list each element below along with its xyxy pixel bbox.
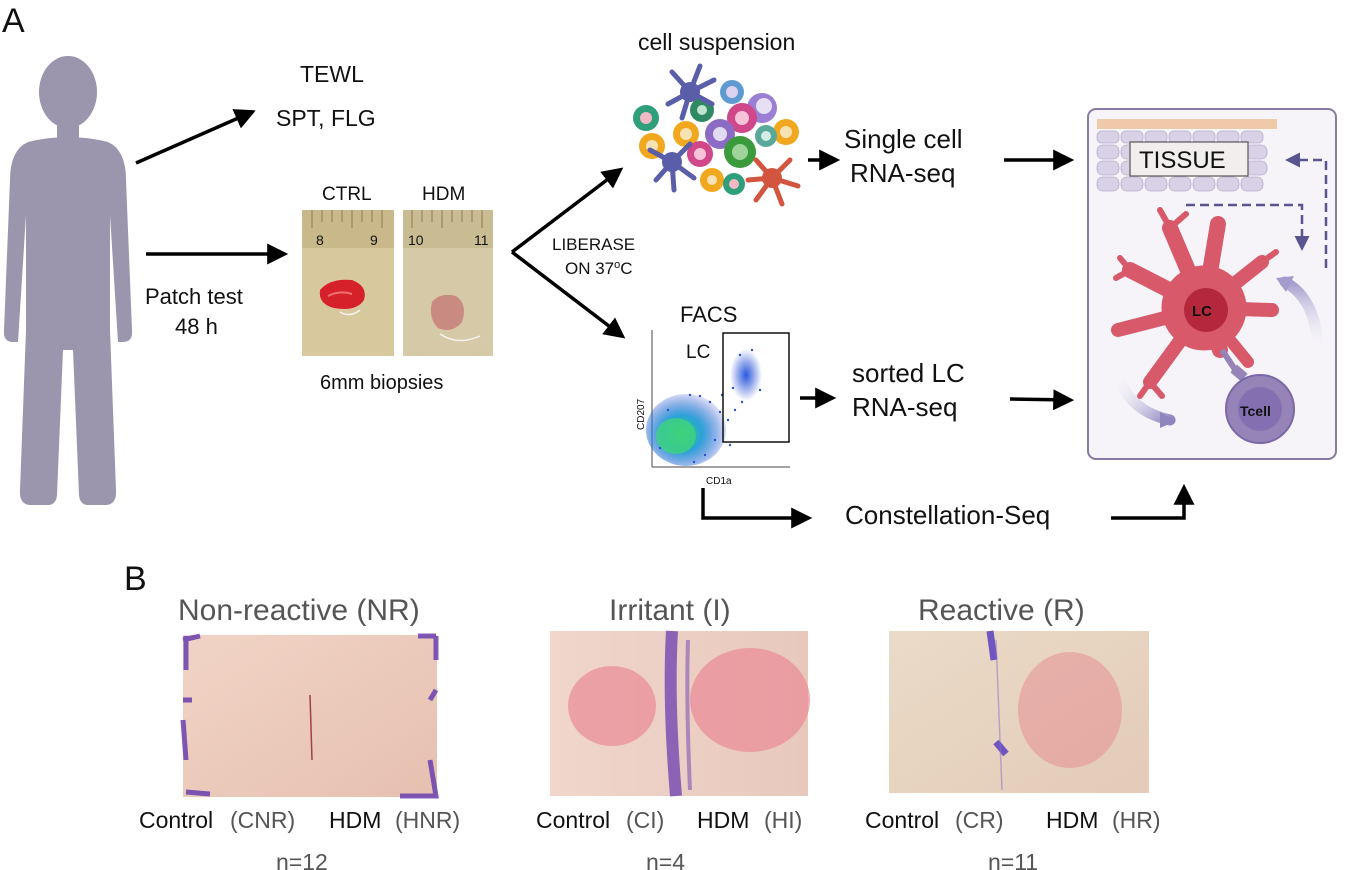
sorted-lc-rnaseq-label: RNA-seq (852, 392, 957, 422)
arrow-to-tewl (135, 109, 256, 165)
panel-b-label: B (124, 560, 147, 598)
irritant-hdm-label: HDM (697, 807, 749, 833)
ctrl-biopsy-photo: 8 9 (302, 210, 394, 356)
lc-nucleus (1184, 288, 1228, 332)
tcell-label: Tcell (1240, 403, 1271, 419)
hdm-label: HDM (422, 184, 465, 205)
reactive-hdm-code: (HR) (1112, 807, 1161, 833)
irritant-hdm-code: (HI) (764, 807, 802, 833)
facs-plot: LC CD207 CD1a (636, 330, 790, 487)
dashed-arrow-tissue-to-lc (1186, 203, 1310, 251)
irritant-control-label: Control (536, 807, 610, 833)
nr-skin-photo (180, 633, 439, 799)
lc-cell-label: LC (1192, 303, 1212, 320)
hdm-biopsy-photo: 10 11 (403, 210, 493, 356)
irritant-control-code: (CI) (626, 807, 664, 833)
cell-suspension-cluster-icon (633, 63, 801, 207)
nr-control-code: (CNR) (230, 807, 295, 833)
nr-n-label: n=12 (276, 849, 328, 870)
ctrl-label: CTRL (322, 184, 372, 205)
tewl-label: TEWL (300, 61, 364, 87)
cd207-axis-label: CD207 (636, 398, 647, 430)
arrow-to-suspension (510, 167, 624, 254)
arrow-to-constellation (701, 488, 813, 529)
reactive-control-code: (CR) (955, 807, 1004, 833)
reactive-hdm-label: HDM (1046, 807, 1098, 833)
human-figure-icon (3, 56, 133, 505)
duration-label: 48 h (175, 314, 218, 339)
nr-control-label: Control (139, 807, 213, 833)
reactive-control-label: Control (865, 807, 939, 833)
patch-test-label: Patch test (145, 284, 243, 309)
lc-gate-label: LC (686, 342, 710, 363)
reactive-title: Reactive (R) (918, 594, 1085, 627)
single-cell-label: Single cell (844, 124, 963, 154)
arrow-sorted-to-box (1009, 389, 1075, 411)
nr-title: Non-reactive (NR) (178, 594, 420, 627)
nr-hdm-code: (HNR) (395, 807, 460, 833)
liberase-label: LIBERASE (552, 235, 635, 254)
single-cell-rnaseq-label: RNA-seq (850, 158, 955, 188)
panel-a-label: A (2, 2, 25, 40)
facs-label: FACS (680, 302, 737, 327)
irritant-n-label: n=4 (646, 849, 685, 870)
cell-suspension-label: cell suspension (638, 29, 795, 55)
spt-flg-label: SPT, FLG (276, 105, 376, 131)
ruler-hdm-10: 10 (408, 232, 424, 248)
biopsies-label: 6mm biopsies (320, 372, 443, 394)
lc-tcell-interaction-box: TISSUE LC (1087, 108, 1337, 460)
arrow-constellation-to-box (1111, 483, 1195, 520)
ruler-hdm-11: 11 (474, 232, 489, 248)
ruler-ctrl-8: 8 (316, 232, 324, 248)
curved-arrow-right-icon (1279, 276, 1324, 361)
cd1a-axis-label: CD1a (706, 476, 732, 487)
liberase-temp-label: ON 37oC (565, 259, 633, 278)
nr-hdm-label: HDM (329, 807, 381, 833)
dashed-arrow-lc-to-tissue (1285, 152, 1328, 268)
reactive-n-label: n=11 (988, 849, 1038, 870)
irritant-title: Irritant (I) (609, 594, 731, 627)
arrow-to-facs (510, 250, 626, 339)
ruler-ctrl-9: 9 (370, 232, 378, 248)
tissue-label: TISSUE (1139, 147, 1226, 174)
sorted-lc-label: sorted LC (852, 358, 965, 388)
reactive-skin-photo (889, 630, 1149, 793)
irritant-skin-photo (550, 630, 810, 797)
constellation-label: Constellation-Seq (845, 500, 1050, 530)
